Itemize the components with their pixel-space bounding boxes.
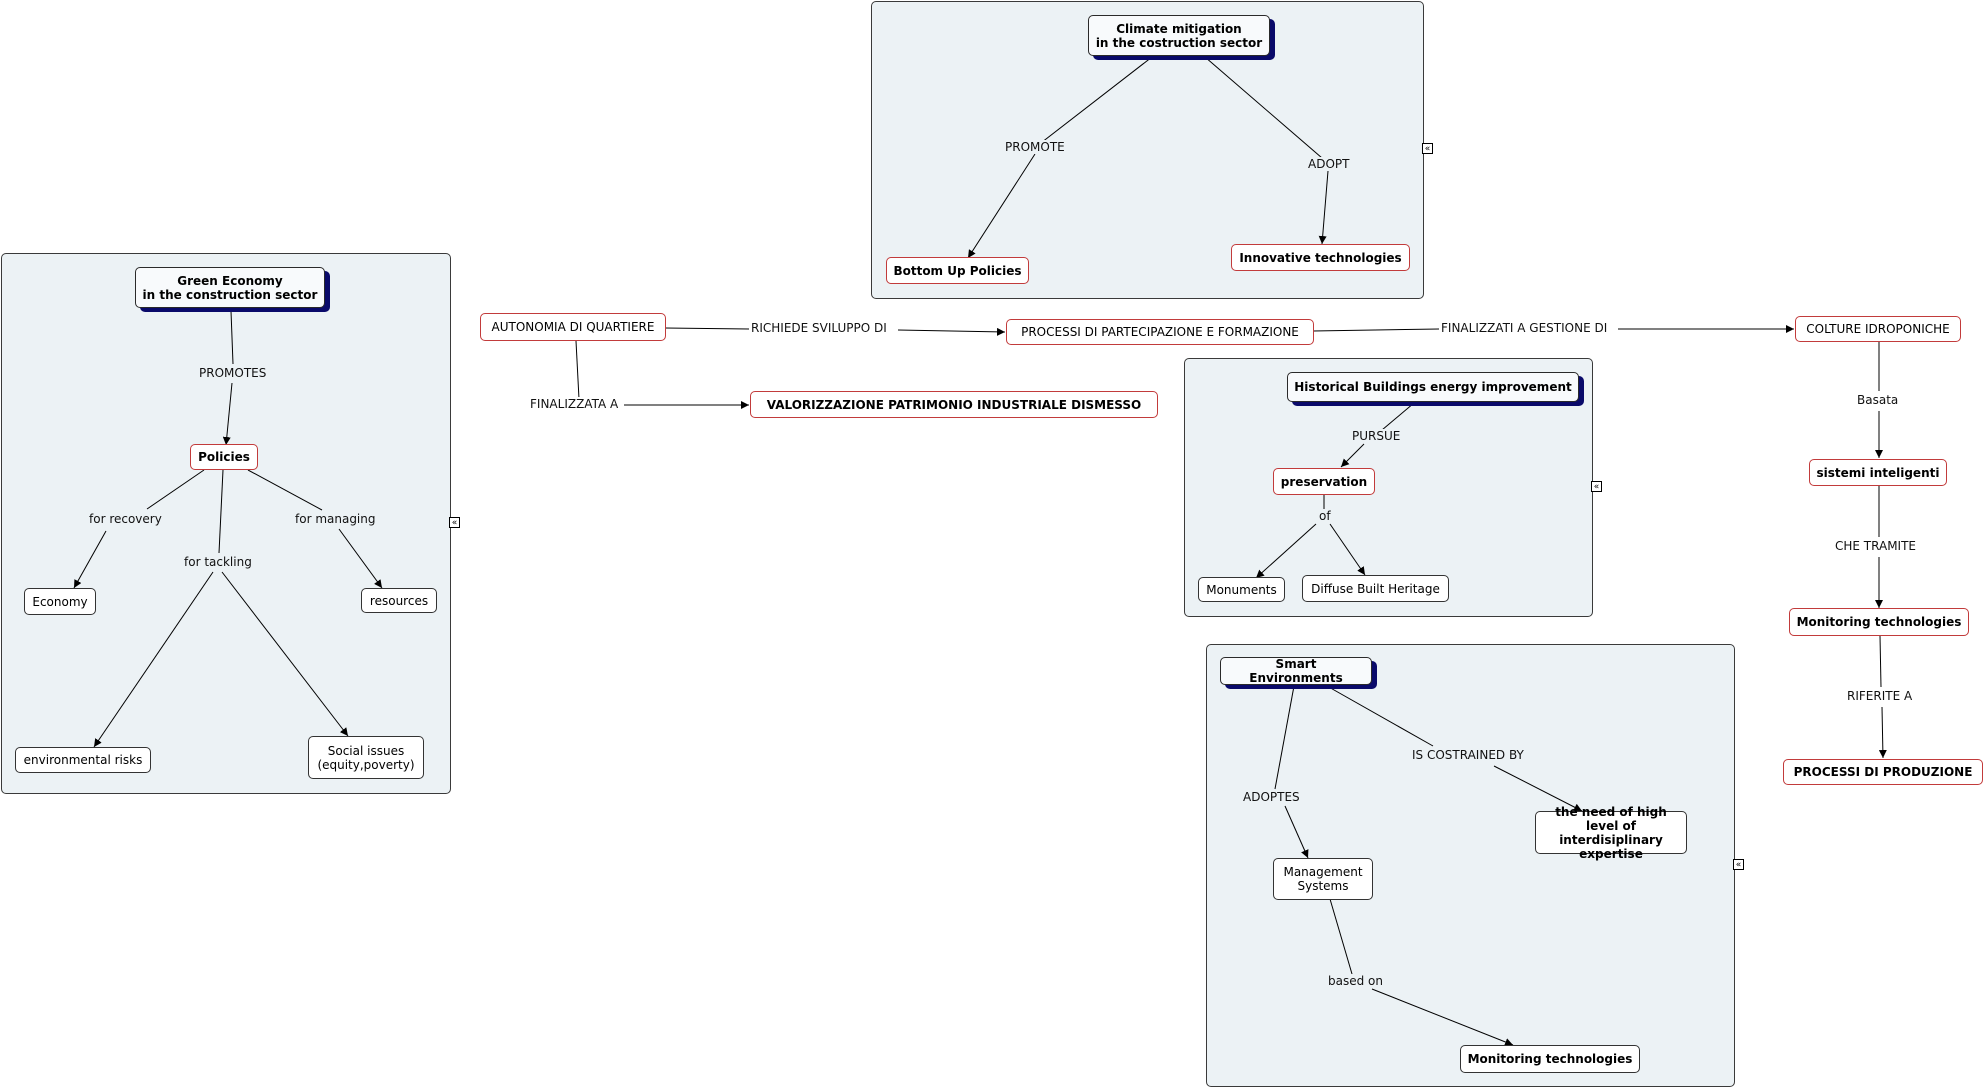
collapse-icon[interactable]: «	[1591, 481, 1602, 492]
edge-smart-adoptes	[1274, 685, 1295, 790]
node-bottom-up-policies[interactable]: Bottom Up Policies	[886, 257, 1029, 284]
edge-label-for-recovery: for recovery	[87, 512, 164, 526]
edge-processi-finalizzati	[1312, 328, 1440, 332]
edge-richiede-processi	[897, 327, 1006, 336]
edge-of-monuments	[1255, 523, 1317, 579]
node-diffuse-built-heritage[interactable]: Diffuse Built Heritage	[1302, 575, 1449, 602]
edge-label-richiede-sviluppo-di: RICHIEDE SVILUPPO DI	[749, 321, 889, 335]
node-innovative-technologies[interactable]: Innovative technologies	[1231, 244, 1410, 271]
edge-smart-constrained	[1326, 685, 1434, 747]
edge-promotes-policies	[222, 382, 233, 446]
edge-promote-bottomup	[967, 153, 1036, 259]
edge-label-adopt: ADOPT	[1306, 157, 1352, 171]
node-monitoring-technologies-smart[interactable]: Monitoring technologies	[1460, 1045, 1640, 1073]
node-processi-di-produzione[interactable]: PROCESSI DI PRODUZIONE	[1783, 759, 1983, 785]
edge-label-promotes: PROMOTES	[197, 366, 269, 380]
edge-climate-adopt	[1204, 56, 1323, 159]
edge-label-pursue: PURSUE	[1350, 429, 1403, 443]
edge-riferite-produzione	[1878, 706, 1887, 759]
node-social-issues[interactable]: Social issues (equity,poverty)	[308, 736, 424, 779]
edge-label-based-on: based on	[1326, 974, 1385, 988]
edge-climate-promote	[1036, 56, 1153, 147]
edge-policies-tackling	[218, 469, 224, 554]
edge-tackling-social	[221, 571, 349, 737]
edge-policies-recovery	[146, 469, 205, 510]
node-historical-buildings[interactable]: Historical Buildings energy improvement	[1287, 372, 1579, 402]
node-policies[interactable]: Policies	[190, 444, 258, 470]
node-economy[interactable]: Economy	[24, 588, 96, 615]
collapse-icon[interactable]: «	[449, 517, 460, 528]
edge-recovery-economy	[73, 530, 107, 589]
node-smart-environments[interactable]: Smart Environments	[1220, 657, 1372, 685]
node-preservation[interactable]: preservation	[1273, 468, 1375, 495]
edge-managing-resources	[338, 528, 383, 589]
edge-of-diffuse	[1329, 523, 1366, 576]
node-green-economy[interactable]: Green Economy in the construction sector	[135, 267, 325, 308]
edge-label-riferite-a: RIFERITE A	[1845, 689, 1915, 703]
edge-label-adoptes: ADOPTES	[1241, 790, 1302, 804]
node-colture-idroponiche[interactable]: COLTURE IDROPONICHE	[1795, 316, 1961, 342]
edge-label-finalizzata-a: FINALIZZATA A	[528, 397, 621, 411]
edge-label-for-tackling: for tackling	[182, 555, 254, 569]
edge-label-of: of	[1317, 509, 1333, 523]
edge-label-is-costrained-by: IS COSTRAINED BY	[1410, 748, 1526, 762]
edge-adopt-innovative	[1318, 170, 1329, 245]
node-autonomia-di-quartiere[interactable]: AUTONOMIA DI QUARTIERE	[480, 313, 666, 341]
node-interdisciplinary-expertise[interactable]: the need of high level of interdisiplina…	[1535, 805, 1687, 861]
edge-based-monitoring	[1371, 988, 1514, 1046]
edge-tackling-envrisks	[93, 571, 214, 748]
node-monitoring-technologies-chain[interactable]: Monitoring technologies	[1789, 608, 1969, 636]
edge-autonomia-richiede	[664, 327, 750, 330]
edge-label-promote: PROMOTE	[1003, 140, 1067, 154]
edge-adoptes-management	[1284, 805, 1309, 859]
node-monuments[interactable]: Monuments	[1198, 577, 1285, 602]
edge-historical-pursue	[1381, 402, 1415, 431]
edge-policies-managing	[247, 469, 323, 511]
edge-constrained-expertise	[1493, 765, 1583, 812]
edge-label-finalizzati-a-gestione-di: FINALIZZATI A GESTIONE DI	[1439, 321, 1610, 335]
edge-autonomia-finalizzata	[575, 340, 580, 400]
edge-label-basata: Basata	[1855, 393, 1901, 407]
edge-green-promotes	[230, 310, 234, 365]
node-management-systems[interactable]: Management Systems	[1273, 858, 1373, 900]
node-valorizzazione-patrimonio[interactable]: VALORIZZAZIONE PATRIMONIO INDUSTRIALE DI…	[750, 391, 1158, 418]
edge-monitoring-riferite	[1879, 635, 1882, 688]
node-environmental-risks[interactable]: environmental risks	[15, 747, 151, 773]
edge-management-based	[1329, 898, 1353, 975]
node-climate-mitigation[interactable]: Climate mitigation in the costruction se…	[1088, 15, 1270, 56]
node-processi-di-partecipazione[interactable]: PROCESSI DI PARTECIPAZIONE E FORMAZIONE	[1006, 319, 1314, 345]
collapse-icon[interactable]: «	[1733, 859, 1744, 870]
edge-label-for-managing: for managing	[293, 512, 378, 526]
edge-pursue-preservation	[1340, 443, 1365, 468]
node-sistemi-inteligenti[interactable]: sistemi inteligenti	[1809, 459, 1947, 486]
collapse-icon[interactable]: «	[1422, 143, 1433, 154]
edge-label-che-tramite: CHE TRAMITE	[1833, 539, 1918, 553]
node-resources[interactable]: resources	[361, 588, 437, 613]
